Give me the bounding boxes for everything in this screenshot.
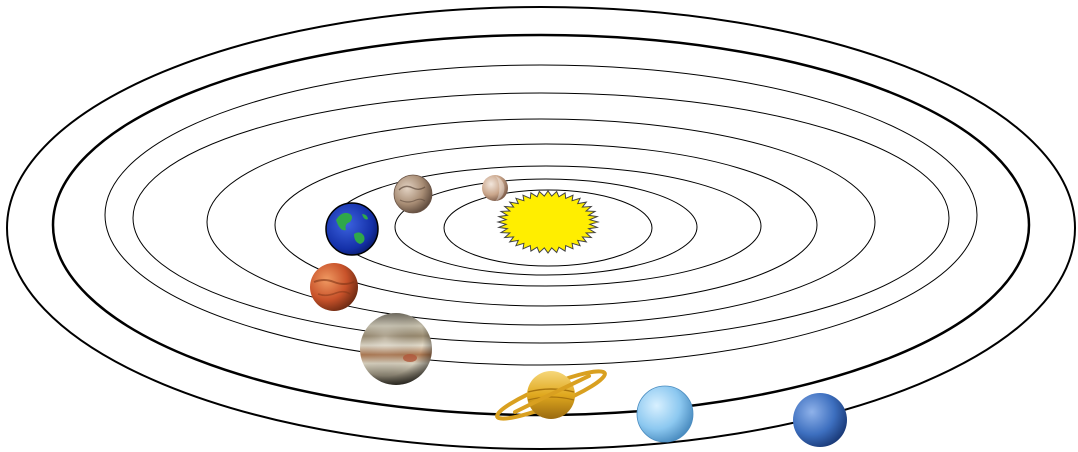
saturn-icon [495,369,607,421]
jupiter-icon [360,313,432,385]
mars-icon [310,263,358,311]
mercury-icon [482,175,508,201]
orbit-1 [443,189,653,267]
venus-icon [393,174,433,214]
orbit-9 [6,6,1076,450]
earth-icon [325,202,379,256]
orbit-4 [274,143,818,307]
orbit-5 [206,118,876,326]
orbit-6 [132,92,950,344]
sun-icon [496,190,600,254]
orbit-2 [394,178,698,276]
uranus-icon [636,385,694,443]
orbit-7 [104,64,978,366]
neptune-icon [793,393,847,447]
